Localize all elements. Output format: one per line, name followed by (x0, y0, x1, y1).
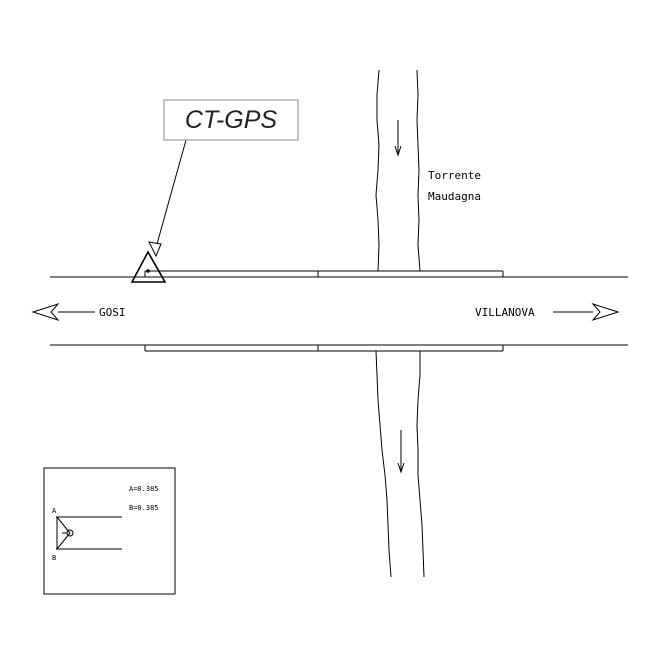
river-name-line1: Torrente (428, 169, 481, 182)
legend-a-marker: A (52, 507, 57, 515)
gps-station-marker-icon (130, 241, 167, 283)
flow-arrow-south (397, 430, 405, 474)
west-direction-arrow (31, 302, 95, 322)
station-leader-line (156, 139, 187, 245)
river-name-line2: Maudagna (428, 190, 481, 203)
legend-b-marker: B (52, 554, 56, 562)
legend-a-value: A=0.385 (129, 485, 159, 493)
river-bank-south-east (416, 351, 425, 578)
river-bank-south-west (375, 350, 392, 578)
flow-arrow-north (394, 120, 402, 157)
station-label-box (163, 99, 299, 141)
legend-station-symbol-icon (56, 516, 74, 550)
river-bank-north-west (375, 69, 380, 272)
bridge-parapet-south (144, 345, 504, 352)
legend-b-value: B=0.385 (129, 504, 159, 512)
legend-box (43, 467, 176, 595)
east-direction-arrow (553, 302, 620, 322)
bridge-parapet-north (144, 270, 504, 277)
station-label: CT-GPS (185, 106, 277, 134)
east-town-label: VILLANOVA (475, 306, 535, 319)
west-town-label: GOSI (99, 306, 126, 319)
river-bank-north-east (416, 69, 421, 272)
